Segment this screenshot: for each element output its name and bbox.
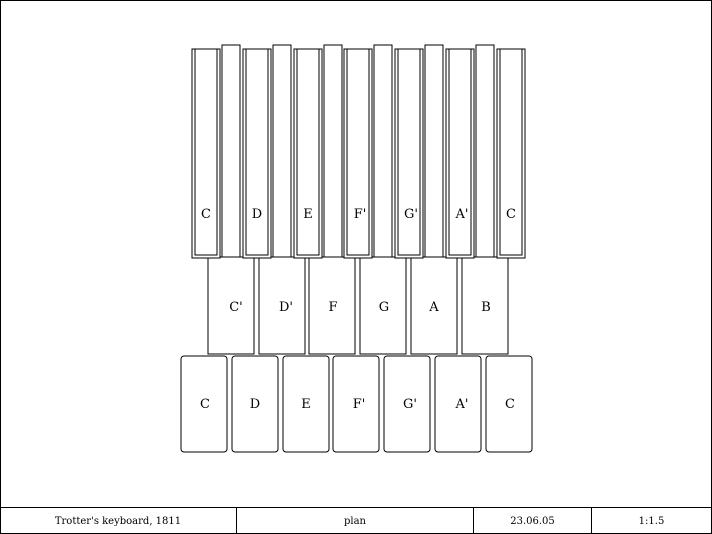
middle-row-keys — [207, 256, 509, 355]
upper-sharp-key — [373, 44, 393, 258]
lower-key-label: F' — [353, 397, 366, 412]
upper-natural-key — [191, 48, 221, 259]
lower-key — [383, 355, 431, 453]
lower-key — [231, 355, 279, 453]
upper-natural-key — [343, 48, 373, 259]
middle-key — [359, 256, 407, 355]
lower-key — [180, 355, 228, 453]
lower-manual-keys — [180, 355, 533, 453]
middle-key-label: C' — [229, 300, 243, 315]
upper-sharp-key — [323, 44, 343, 258]
middle-key-label: G — [379, 300, 389, 315]
upper-natural-keys — [191, 48, 526, 259]
lower-key-label: E — [301, 397, 311, 412]
lower-key-label: G' — [403, 397, 417, 412]
upper-sharp-key — [221, 44, 241, 258]
middle-key-label: D' — [279, 300, 293, 315]
upper-key-label: A' — [455, 207, 469, 222]
middle-key — [258, 256, 306, 355]
upper-natural-key — [394, 48, 424, 259]
upper-sharp-key — [475, 44, 495, 258]
middle-key-label: F — [328, 300, 337, 315]
middle-key — [461, 256, 509, 355]
lower-key — [282, 355, 330, 453]
lower-key — [485, 355, 533, 453]
upper-key-label: D — [252, 207, 262, 222]
middle-key — [410, 256, 458, 355]
upper-key-label: F' — [354, 207, 367, 222]
upper-sharp-key — [272, 44, 292, 258]
upper-key-label: E — [303, 207, 313, 222]
middle-key — [308, 256, 356, 355]
upper-sharp-key — [424, 44, 444, 258]
upper-natural-key — [293, 48, 323, 259]
middle-key-label: B — [481, 300, 491, 315]
drawing-scale: 1:1.5 — [638, 515, 665, 527]
lower-key-label: C — [200, 397, 210, 412]
upper-key-label: C — [201, 207, 211, 222]
drawing-view: plan — [237, 508, 474, 534]
upper-natural-key — [496, 48, 526, 259]
title-block: Trotter's keyboard, 1811 plan 23.06.05 1… — [0, 507, 711, 534]
lower-key-label: A' — [455, 397, 469, 412]
drawing-title: Trotter's keyboard, 1811 — [0, 508, 237, 534]
upper-key-label: C — [506, 207, 516, 222]
middle-key-label: A — [428, 300, 439, 315]
lower-key — [332, 355, 380, 453]
lower-key-label: C — [505, 397, 515, 412]
upper-natural-key — [445, 48, 475, 259]
upper-natural-key — [242, 48, 272, 259]
lower-key-label: D — [250, 397, 260, 412]
drawing-date: 23.06.05 — [474, 508, 592, 534]
upper-sharp-keys — [221, 44, 495, 258]
upper-key-label: G' — [404, 207, 418, 222]
middle-key — [207, 256, 255, 355]
lower-key — [434, 355, 482, 453]
